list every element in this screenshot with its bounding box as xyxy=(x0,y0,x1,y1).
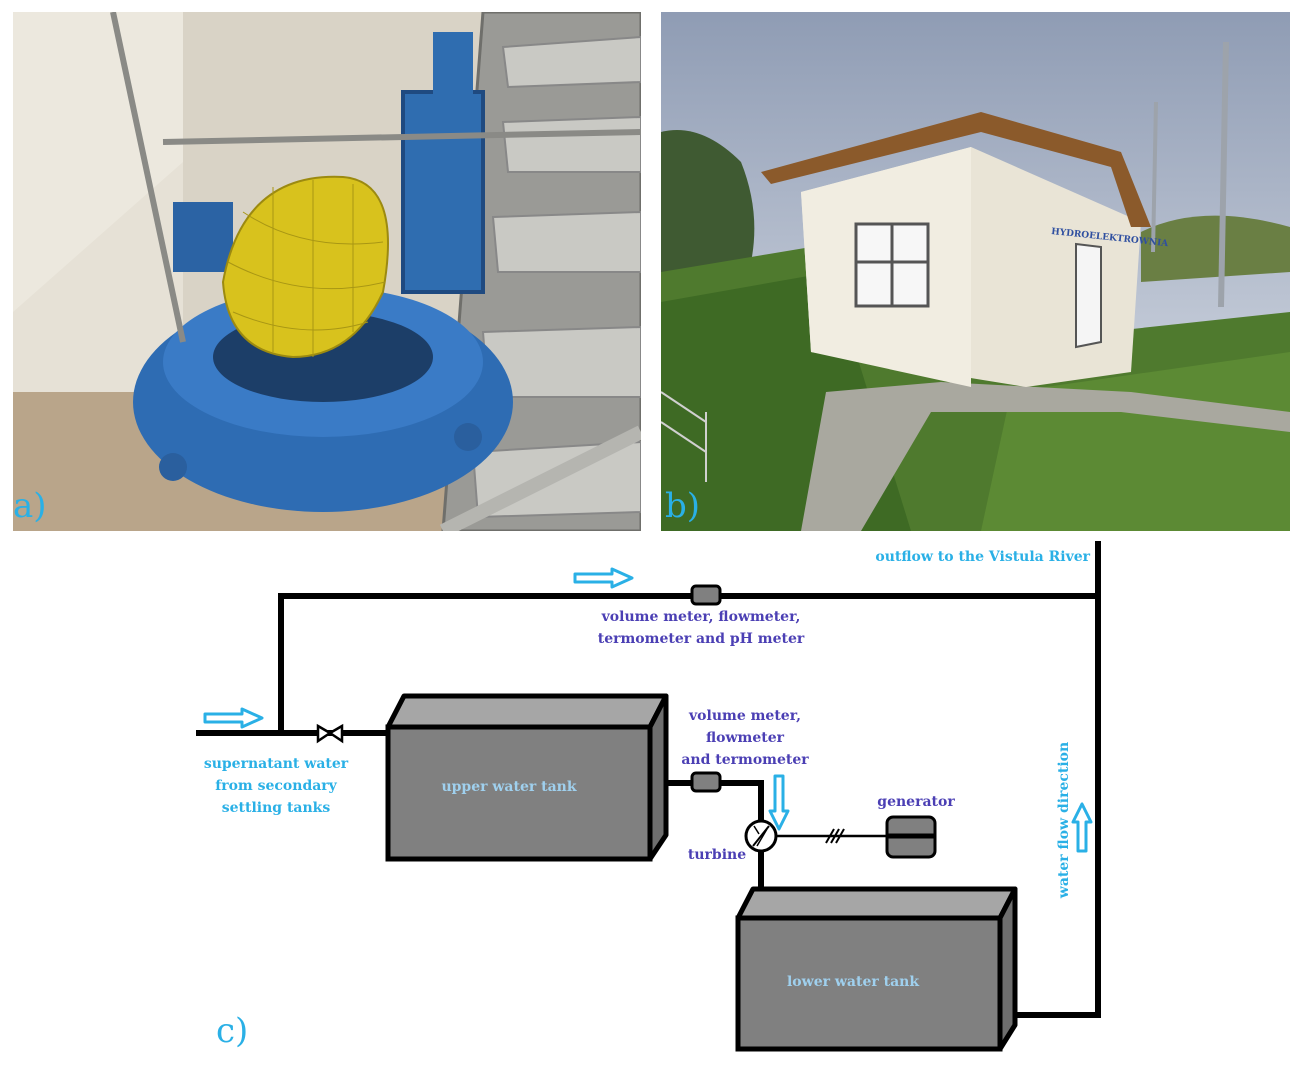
schematic-svg: outflow to the Vistula River volume mete… xyxy=(196,541,1101,1052)
direction-label: water flow direction xyxy=(1056,742,1072,899)
flow-arrow-down-icon xyxy=(768,774,790,831)
mid-meter-label-line3: and termometer xyxy=(681,752,809,768)
building-photo-illustration: HYDROELEKTROWNIA xyxy=(661,12,1290,531)
turbine-icon xyxy=(744,819,778,853)
generator-label: generator xyxy=(877,794,955,810)
top-meter-label-line2: termometer and pH meter xyxy=(598,631,805,647)
lower-water-tank xyxy=(735,886,1018,1052)
mid-meter-label-line2: flowmeter xyxy=(706,730,785,746)
flow-arrow-top-icon xyxy=(573,567,634,589)
photo-building: HYDROELEKTROWNIA b) xyxy=(661,12,1290,531)
schematic-diagram: outflow to the Vistula River volume mete… xyxy=(0,531,1299,1080)
turbine-photo-illustration xyxy=(13,12,641,531)
inflow-label-line3: settling tanks xyxy=(222,800,331,816)
upper-tank-label: upper water tank xyxy=(441,779,576,795)
flow-arrow-up-icon xyxy=(1071,802,1093,853)
upper-water-tank xyxy=(385,693,669,862)
panel-c-label: c) xyxy=(216,1011,249,1051)
panel-b-label: b) xyxy=(665,486,701,526)
flow-arrow-inflow-icon xyxy=(203,707,264,729)
shaft-break-icon xyxy=(825,828,845,844)
mid-meter-device xyxy=(690,771,722,793)
inflow-label-line1: supernatant water xyxy=(204,756,349,772)
inflow-label-line2: from secondary xyxy=(215,778,337,794)
mid-meter-label-line1: volume meter, xyxy=(688,708,801,724)
photo-turbine: a) xyxy=(13,12,641,531)
outflow-label: outflow to the Vistula River xyxy=(875,549,1090,565)
generator-icon xyxy=(885,815,937,859)
panel-a-label: a) xyxy=(13,486,47,526)
valve-icon xyxy=(316,723,344,744)
turbine-label: turbine xyxy=(688,847,746,863)
top-meter-label-line1: volume meter, flowmeter, xyxy=(601,609,801,625)
top-meter-device xyxy=(690,584,722,606)
lower-tank-label: lower water tank xyxy=(787,974,919,990)
